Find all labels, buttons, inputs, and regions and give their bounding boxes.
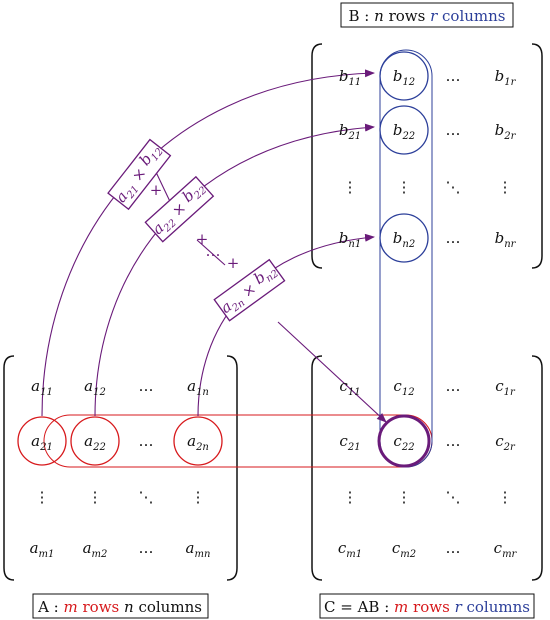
matrix-entry: amn xyxy=(186,539,211,560)
plus-sign-1: + xyxy=(150,181,163,199)
matrix-dots: … xyxy=(446,377,461,395)
label-b: B : n rows r columns xyxy=(340,2,514,28)
circle-b12 xyxy=(379,51,429,101)
matrix-entry: cm2 xyxy=(392,539,416,560)
matrix-entry: b22 xyxy=(393,121,415,142)
product-term-box: a21 × b12 xyxy=(107,138,172,211)
label-c: C = AB : m rows r columns xyxy=(319,593,535,619)
matrix-entry: b2r xyxy=(495,121,517,142)
bracket-a-left xyxy=(3,355,15,581)
matrix-entry: bn1 xyxy=(339,229,361,250)
matrix-entry: c11 xyxy=(339,377,360,398)
matrix-entry: a11 xyxy=(31,377,53,398)
brackets xyxy=(3,43,543,581)
bracket-a-right xyxy=(226,355,238,581)
matrix-a: a11 a12 … a1n a21 a22 … a2n ⋮ ⋮ ⋱ ⋮ am1 am2 … amn xyxy=(30,377,211,560)
matrix-dots: ⋮ xyxy=(397,488,412,506)
matrix-entry: am2 xyxy=(83,539,108,560)
matrix-entry: b12 xyxy=(393,67,415,88)
label-a: A : m rows n columns xyxy=(32,593,209,619)
matrix-entry: b1r xyxy=(495,67,517,88)
matrix-entry: c12 xyxy=(393,377,414,398)
matrix-entry: am1 xyxy=(30,539,55,560)
product-term-box: a2n × bn2 xyxy=(213,258,286,322)
matrix-entry: b21 xyxy=(339,121,361,142)
matrix-c: c11 c12 … c1r c21 c22 … c2r ⋮ ⋮ ⋱ ⋮ cm1 cm2 … cmr xyxy=(338,377,518,560)
circle-a22 xyxy=(70,416,120,466)
matrix-entry: a2n xyxy=(187,432,209,453)
matrix-entry: bnr xyxy=(495,229,517,250)
circle-c22 xyxy=(377,414,431,468)
matrix-dots: … xyxy=(446,432,461,450)
arrow-to-c22 xyxy=(277,321,387,423)
matrix-dots: ⋮ xyxy=(498,178,513,196)
matrix-dots: ⋮ xyxy=(397,178,412,196)
matrix-dots: ⋱ xyxy=(139,488,154,506)
matrix-dots: ⋱ xyxy=(446,178,461,196)
svg-text:A : m rows n columns: A : m rows n columns xyxy=(37,598,202,616)
highlights xyxy=(17,49,433,468)
bracket-b-right xyxy=(531,43,543,269)
plus-sign-2: + xyxy=(196,230,209,248)
circle-b22 xyxy=(379,105,429,155)
matrix-dots: … xyxy=(139,432,154,450)
matrix-entry: a22 xyxy=(84,432,106,453)
matrix-dots: ⋮ xyxy=(88,488,103,506)
bracket-c-left xyxy=(311,355,323,581)
plus-sign-3: + xyxy=(227,254,240,272)
circle-bn2 xyxy=(379,213,429,263)
matrix-b: b11 b12 … b1r b21 b22 … b2r ⋮ ⋮ ⋱ ⋮ bn1 bn2 … bnr xyxy=(339,67,517,250)
matrix-entry: c22 xyxy=(393,432,414,453)
row-highlight-c xyxy=(43,414,433,468)
matrix-entry: c2r xyxy=(495,432,516,453)
matrix-dots: … xyxy=(139,377,154,395)
matrix-dots: ⋮ xyxy=(343,488,358,506)
sum-line-2 xyxy=(196,239,226,266)
matrix-entry: c21 xyxy=(339,432,360,453)
matrix-dots: ⋮ xyxy=(191,488,206,506)
matrix-entry: cm1 xyxy=(338,539,362,560)
matrix-dots: … xyxy=(446,67,461,85)
circle-a21 xyxy=(17,416,67,466)
circle-a2n xyxy=(173,416,223,466)
matrix-dots: … xyxy=(446,121,461,139)
bracket-c-right xyxy=(531,355,543,581)
matrix-dots: ⋮ xyxy=(35,488,50,506)
matrix-entry: a21 xyxy=(31,432,53,453)
matrix-entry: a12 xyxy=(84,377,106,398)
matrix-entry: a1n xyxy=(187,377,209,398)
matrix-entry: b11 xyxy=(339,67,361,88)
matrix-dots: ⋱ xyxy=(446,488,461,506)
svg-text:C = AB : m rows r columns: C = AB : m rows r columns xyxy=(324,598,530,616)
matrix-dots: … xyxy=(446,229,461,247)
matrix-entry: bn2 xyxy=(393,229,415,250)
matrix-entry: c1r xyxy=(495,377,516,398)
svg-text:B : n rows r columns: B : n rows r columns xyxy=(349,7,506,25)
matrix-dots: … xyxy=(139,539,154,557)
sum-dots: … xyxy=(206,242,221,260)
matrix-entry: cmr xyxy=(494,539,518,560)
product-term-box: a22 × b22 xyxy=(144,175,215,243)
matrix-dots: ⋮ xyxy=(498,488,513,506)
matrix-dots: … xyxy=(446,539,461,557)
bracket-b-left xyxy=(311,43,323,269)
matrix-dots: ⋮ xyxy=(343,178,358,196)
